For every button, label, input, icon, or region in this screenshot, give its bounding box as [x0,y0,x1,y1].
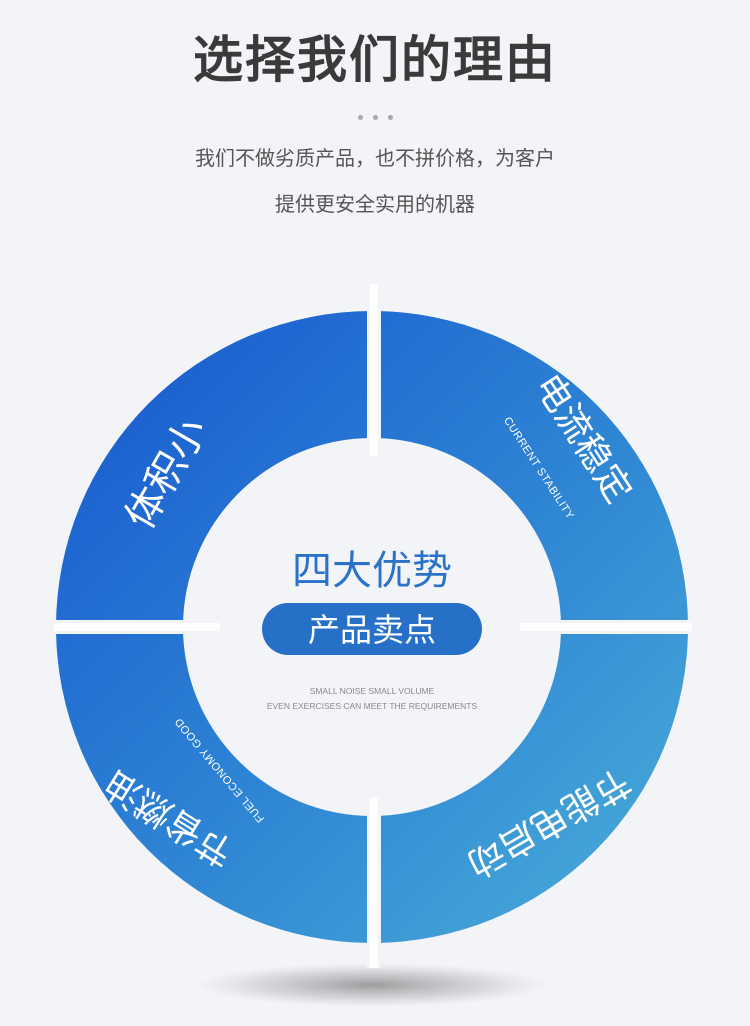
center-caption-line-2: EVEN EXERCISES CAN MEET THE REQUIREMENTS [267,701,478,711]
center-caption-line-1: SMALL NOISE SMALL VOLUME [310,686,435,696]
subtitle-line-1: 我们不做劣质产品，也不拼价格，为客户 [195,146,555,170]
center-pill-label: 产品卖点 [308,611,436,649]
title-dots-divider [0,112,750,120]
center-pill [262,603,482,655]
ring-shadow [197,963,547,1007]
page-title: 选择我们的理由 [193,31,557,89]
ring-band [56,311,688,943]
center-title: 四大优势 [292,548,452,594]
subtitle-line-2: 提供更安全实用的机器 [275,192,475,216]
